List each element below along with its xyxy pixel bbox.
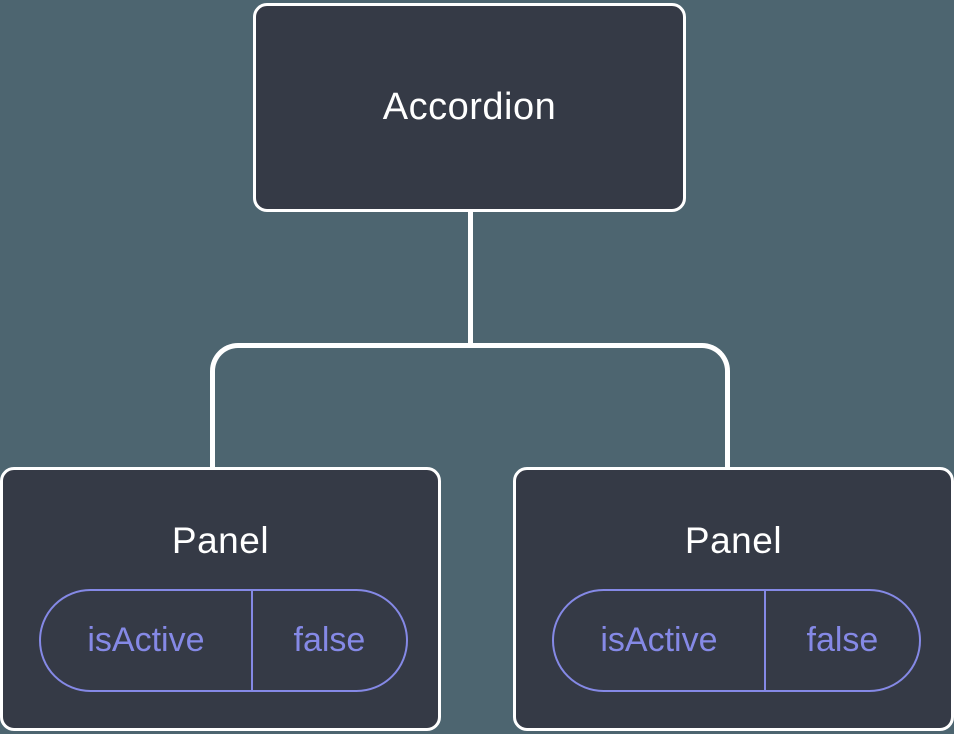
prop-pill: isActive false <box>552 589 921 692</box>
connector-branch <box>210 343 730 473</box>
connector-stem <box>468 210 473 347</box>
panel-node-right: Panel isActive false <box>513 467 954 731</box>
prop-name: isActive <box>41 591 253 690</box>
panel-node-left: Panel isActive false <box>0 467 441 731</box>
accordion-node-label: Accordion <box>382 86 557 128</box>
prop-name: isActive <box>554 591 766 690</box>
prop-value: false <box>806 621 879 659</box>
panel-node-label: Panel <box>171 520 270 561</box>
prop-pill: isActive false <box>39 589 408 692</box>
panel-node-label: Panel <box>684 520 783 561</box>
accordion-node: Accordion <box>253 3 686 212</box>
prop-value: false <box>293 621 366 659</box>
